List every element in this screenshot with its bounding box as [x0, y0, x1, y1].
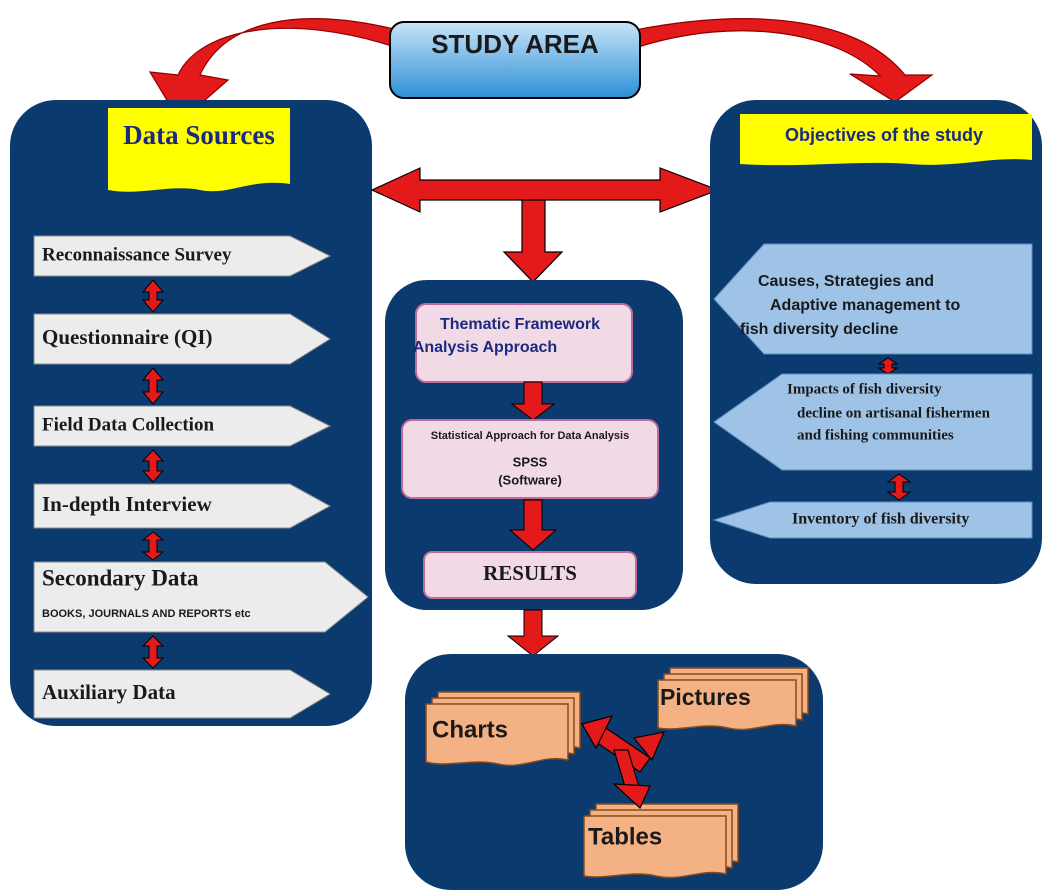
pictures-sheet-front — [657, 679, 797, 731]
objective-2-line-1: Impacts of fish diversity — [787, 381, 942, 397]
source-shape-questionnaire — [33, 313, 331, 365]
source-shape-field-data — [33, 405, 332, 447]
source-label-reconnaissance: Reconnaissance Survey — [42, 244, 232, 265]
thematic-to-stat-arrow — [510, 381, 556, 421]
source-connectors — [141, 279, 165, 669]
data-sources-heading: Data Sources — [123, 120, 275, 150]
thematic-line-2: Analysis Approach — [413, 339, 557, 356]
stat-to-results-arrow — [508, 499, 558, 551]
statistical-line-3: (Software) — [498, 472, 562, 487]
objective-1-line-3: fish diversity decline — [740, 321, 898, 338]
results-label: RESULTS — [483, 561, 577, 585]
pictures-stack: Pictures — [657, 667, 809, 731]
source-label-auxiliary: Auxiliary Data — [42, 680, 176, 704]
charts-sheet-front — [425, 703, 569, 766]
objectives-heading-note — [740, 114, 1032, 166]
source-shape-reconnaissance — [33, 235, 332, 277]
three-way-arrow — [581, 715, 666, 810]
center-down-arrow — [502, 199, 564, 283]
objective-2-line-3: and fishing communities — [797, 427, 954, 443]
objective-shape-1 — [713, 243, 1033, 355]
connector-arrow-1 — [141, 279, 165, 313]
three-way-arrow-tip-down — [612, 783, 651, 810]
data-sources-heading-note — [108, 108, 290, 192]
connector-arrow-3 — [141, 449, 165, 483]
connector-arrow-2 — [141, 367, 165, 405]
source-label-secondary: Secondary Data — [42, 565, 199, 590]
source-shape-interview — [33, 483, 332, 529]
connector-arrow-5 — [141, 635, 165, 669]
objective-shape-3 — [712, 501, 1033, 539]
source-sublabel-secondary: BOOKS, JOURNALS AND REPORTS etc — [42, 608, 251, 620]
objective-shape-2 — [713, 373, 1033, 471]
statistical-line-2: SPSS — [513, 454, 548, 469]
objectives-heading: Objectives of the study — [785, 125, 983, 145]
curved-arrow-left — [148, 18, 399, 123]
objective-2-line-2: decline on artisanal fishermen — [797, 405, 991, 421]
source-label-questionnaire: Questionnaire (QI) — [42, 325, 213, 349]
three-way-arrow-tip-right — [632, 731, 666, 762]
tables-sheet-front — [583, 815, 727, 879]
objective-1-line-2: Adaptive management to — [770, 297, 960, 314]
source-label-field-data: Field Data Collection — [42, 414, 214, 435]
pictures-label: Pictures — [660, 684, 751, 710]
statistical-line-1: Statistical Approach for Data Analysis — [431, 430, 629, 442]
source-shape-secondary — [33, 561, 369, 633]
data-sources-list: Reconnaissance Survey Questionnaire (QI)… — [33, 235, 369, 719]
results-down-arrow — [506, 609, 560, 657]
tables-stack: Tables — [583, 803, 739, 879]
three-way-arrow-tip-left — [581, 715, 614, 750]
charts-stack: Charts — [425, 691, 581, 766]
thematic-line-1: Thematic Framework — [440, 316, 600, 333]
source-shape-auxiliary — [33, 669, 331, 719]
tables-label: Tables — [588, 823, 662, 850]
objective-1-line-1: Causes, Strategies and — [758, 273, 934, 290]
results-box — [423, 551, 637, 599]
objective-3-line-1: Inventory of fish diversity — [792, 511, 969, 528]
charts-label: Charts — [432, 716, 508, 743]
objective-connector-2 — [886, 473, 912, 501]
study-area-title: STUDY AREA — [431, 29, 599, 59]
study-area-box — [389, 21, 641, 99]
source-label-interview: In-depth Interview — [42, 492, 213, 516]
curved-arrow-right — [634, 18, 934, 103]
connector-arrow-4 — [141, 531, 165, 561]
statistical-box — [401, 419, 659, 499]
